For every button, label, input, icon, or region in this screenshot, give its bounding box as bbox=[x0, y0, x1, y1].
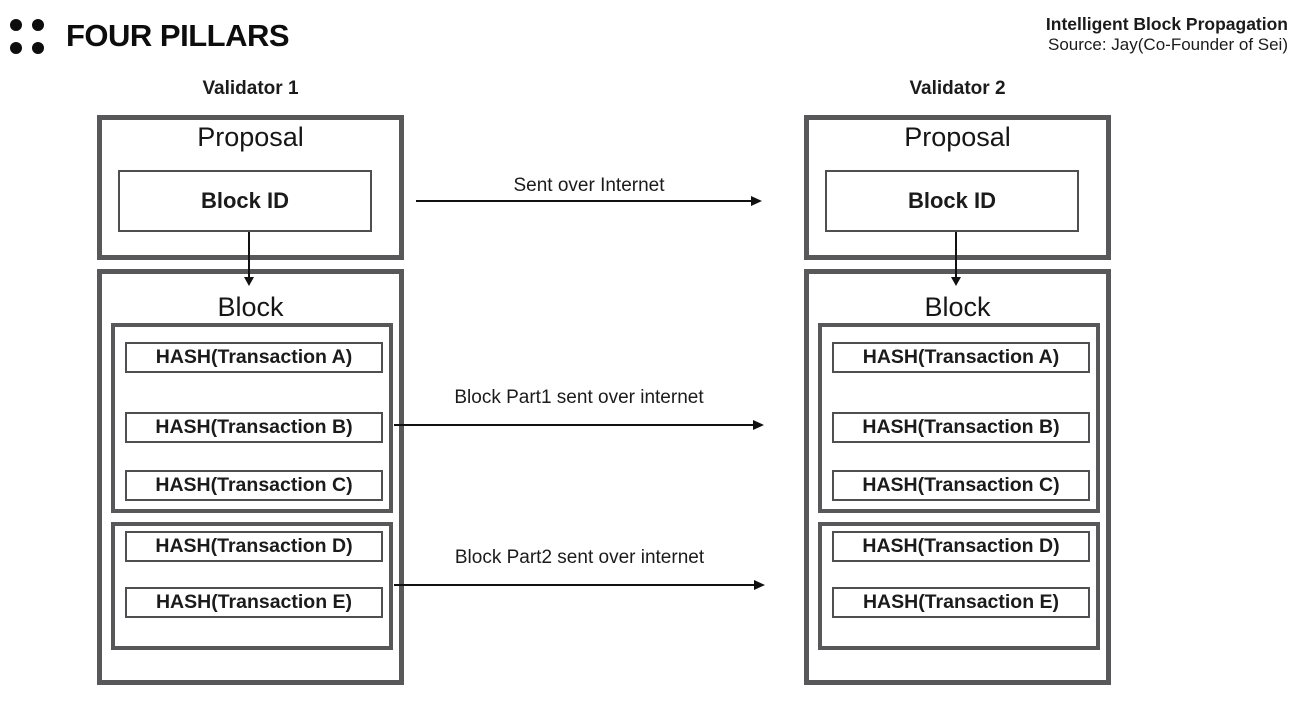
hash-transaction-c-box: HASH(Transaction C) bbox=[832, 470, 1090, 501]
logo-dot-icon bbox=[32, 41, 44, 54]
validator-2-column: Validator 2 Proposal Block ID Block HASH… bbox=[804, 78, 1111, 688]
block-title: Block bbox=[924, 292, 991, 322]
block-part1-arrow: Block Part1 sent over internet bbox=[394, 387, 764, 430]
hash-transaction-b-box: HASH(Transaction B) bbox=[125, 412, 383, 443]
validator-2-block-id-box: Block ID bbox=[825, 170, 1079, 232]
arrow-line bbox=[394, 424, 756, 426]
block-id-to-block-arrow bbox=[244, 232, 254, 286]
source-credit: Source: Jay(Co-Founder of Sei) bbox=[1048, 35, 1288, 54]
arrow-line bbox=[394, 584, 757, 586]
hash-transaction-c-box: HASH(Transaction C) bbox=[125, 470, 383, 501]
logo-dot-icon bbox=[10, 18, 22, 31]
block-part1-label: Block Part1 sent over internet bbox=[454, 387, 704, 408]
validator-1-block-id-box: Block ID bbox=[118, 170, 372, 232]
hash-transaction-e-box: HASH(Transaction E) bbox=[832, 587, 1090, 618]
validator-1-block-part2-group: HASH(Transaction D) HASH(Transaction E) bbox=[111, 522, 393, 650]
validator-1-label: Validator 1 bbox=[202, 78, 299, 99]
proposal-title: Proposal bbox=[197, 122, 304, 152]
validator-2-block-part1-group: HASH(Transaction A) HASH(Transaction B) … bbox=[818, 323, 1100, 513]
block-id-to-block-arrow bbox=[951, 232, 961, 286]
proposal-title: Proposal bbox=[904, 122, 1011, 152]
hash-transaction-a-box: HASH(Transaction A) bbox=[125, 342, 383, 373]
block-part2-arrow: Block Part2 sent over internet bbox=[394, 547, 765, 590]
sent-over-internet-label: Sent over Internet bbox=[513, 175, 665, 196]
validator-2-block-part2-group: HASH(Transaction D) HASH(Transaction E) bbox=[818, 522, 1100, 650]
arrowhead-right-icon bbox=[751, 196, 762, 206]
block-part2-label: Block Part2 sent over internet bbox=[454, 547, 705, 568]
logo-wordmark: FOUR PILLARS bbox=[66, 18, 290, 53]
hash-transaction-e-box: HASH(Transaction E) bbox=[125, 587, 383, 618]
four-pillars-logo: FOUR PILLARS bbox=[10, 18, 290, 54]
four-dots-logo-icon bbox=[10, 18, 44, 54]
hash-transaction-d-box: HASH(Transaction D) bbox=[125, 531, 383, 562]
block-title: Block bbox=[217, 292, 284, 322]
page-title: Intelligent Block Propagation bbox=[1045, 14, 1288, 34]
validator-2-label: Validator 2 bbox=[909, 78, 1006, 99]
hash-transaction-a-box: HASH(Transaction A) bbox=[832, 342, 1090, 373]
arrow-line bbox=[416, 200, 754, 202]
logo-dot-icon bbox=[32, 18, 44, 31]
logo-dot-icon bbox=[10, 41, 22, 54]
validator-1-column: Validator 1 Proposal Block ID Block HASH… bbox=[97, 78, 404, 688]
hash-transaction-b-box: HASH(Transaction B) bbox=[832, 412, 1090, 443]
arrowhead-right-icon bbox=[753, 420, 764, 430]
title-block: Intelligent Block Propagation Source: Ja… bbox=[1046, 14, 1288, 55]
validator-1-block-part1-group: HASH(Transaction A) HASH(Transaction B) … bbox=[111, 323, 393, 513]
hash-transaction-d-box: HASH(Transaction D) bbox=[832, 531, 1090, 562]
arrowhead-right-icon bbox=[754, 580, 765, 590]
sent-over-internet-arrow: Sent over Internet bbox=[416, 176, 762, 212]
